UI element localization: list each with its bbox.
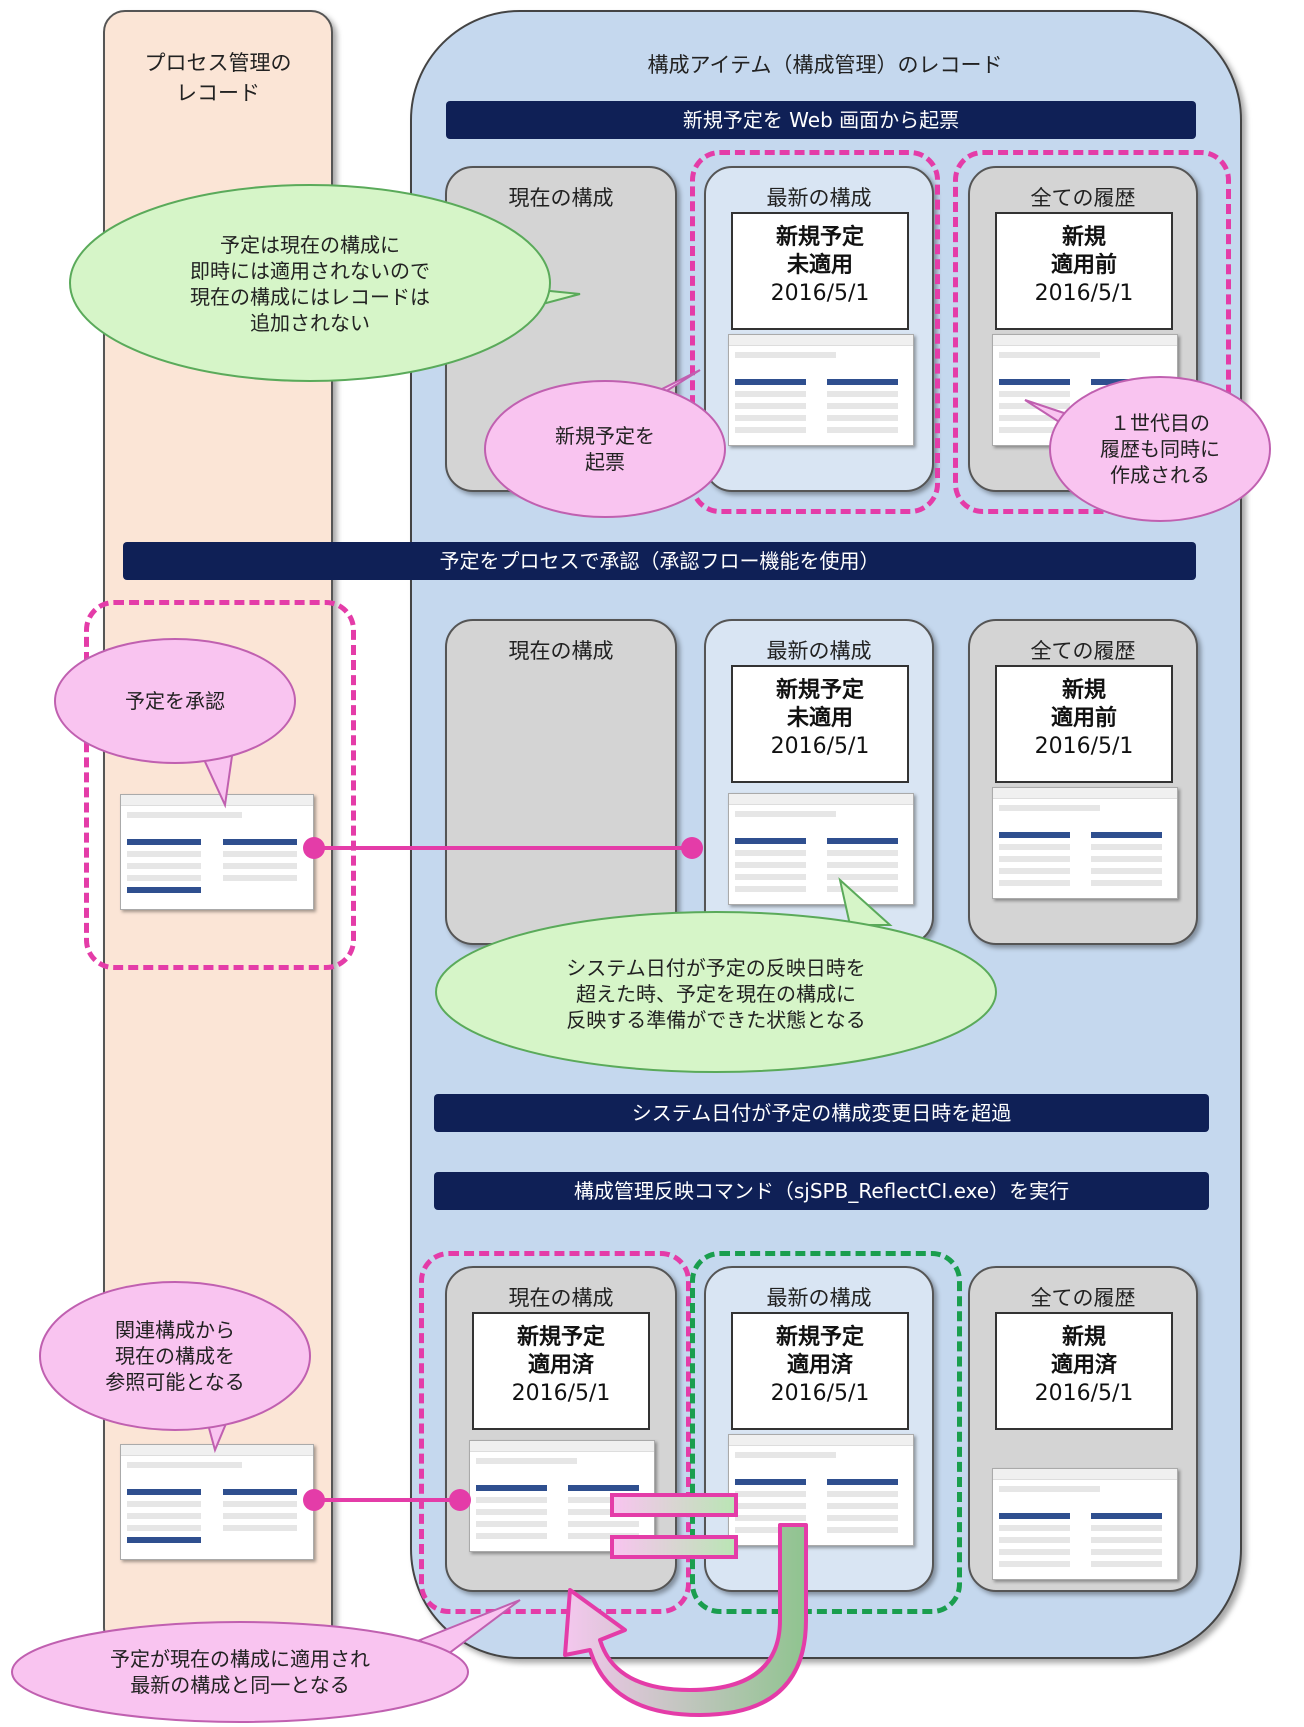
banner-reflect-command: 構成管理反映コマンド（sjSPB_ReflectCI.exe）を実行 [434, 1172, 1209, 1210]
apply-curved-arrow [563, 1523, 808, 1717]
equals-sign [610, 1493, 738, 1559]
panel-title: 現在の構成 [508, 1286, 614, 1310]
card-line-1: 新規予定 [775, 1325, 864, 1350]
stage3-history-screenshot [992, 1468, 1178, 1580]
process-approve-screenshot [120, 794, 314, 910]
bubble-pink-approve-text: 予定を承認 [125, 689, 225, 713]
ci-lane-title: 構成アイテム（構成管理）のレコード [647, 53, 1003, 77]
stage3-current-card: 新規予定 適用済 2016/5/1 [472, 1312, 650, 1430]
card-line-2: 適用済 [786, 1353, 853, 1378]
stage1-latest-highlight [690, 150, 940, 514]
ref-connector-start [303, 1489, 325, 1511]
stage1-history-card: 新規 適用前 2016/5/1 [995, 212, 1173, 330]
banner-date-passed: システム日付が予定の構成変更日時を超過 [434, 1094, 1209, 1132]
card-line-1: 新規 [1061, 225, 1106, 250]
card-date: 2016/5/1 [511, 1381, 611, 1406]
card-line-1: 新規 [1061, 1325, 1106, 1350]
stage1-latest-card: 新規予定 未適用 2016/5/1 [731, 212, 909, 330]
process-lane-title: プロセス管理の レコード [144, 51, 292, 105]
stage3-latest-screenshot [728, 1434, 914, 1546]
bubble-green-1-text: 予定は現在の構成に 即時には適用されないので 現在の構成にはレコードは 追加され… [190, 233, 430, 335]
panel-title: 全ての履歴 [1030, 186, 1136, 210]
panel-title: 全ての履歴 [1030, 1286, 1136, 1310]
stage3-current-highlight [419, 1251, 691, 1614]
ref-connector-end [449, 1489, 471, 1511]
card-line-1: 新規予定 [775, 678, 864, 703]
card-date: 2016/5/1 [770, 734, 870, 759]
card-date: 2016/5/1 [770, 281, 870, 306]
stage3-history-panel: 全ての履歴 新規 適用済 2016/5/1 [968, 1266, 1198, 1592]
card-line-1: 新規予定 [775, 225, 864, 250]
bubble-green-1 [69, 184, 581, 382]
stage1-history-highlight [953, 150, 1231, 514]
stage3-history-card: 新規 適用済 2016/5/1 [995, 1312, 1173, 1430]
bubble-pink-bottom-text: 予定が現在の構成に適用され 最新の構成と同一となる [110, 1647, 370, 1697]
process-approve-highlight [84, 600, 356, 970]
panel-title: 全ての履歴 [1030, 639, 1136, 663]
stage2-current-panel: 現在の構成 [445, 619, 677, 945]
stage1-latest-panel: 最新の構成 新規予定 未適用 2016/5/1 [704, 166, 934, 492]
panel-title: 現在の構成 [508, 186, 614, 210]
panel-title: 最新の構成 [766, 639, 872, 663]
bubble-pink-history [1024, 376, 1271, 522]
card-date: 2016/5/1 [1034, 1381, 1134, 1406]
stage2-latest-screenshot [728, 793, 914, 905]
stage2-history-panel: 全ての履歴 新規 適用前 2016/5/1 [968, 619, 1198, 945]
panel-title: 最新の構成 [766, 186, 872, 210]
stage2-latest-card: 新規予定 未適用 2016/5/1 [731, 665, 909, 783]
bubble-pink-ref [39, 1281, 311, 1454]
card-date: 2016/5/1 [1034, 281, 1134, 306]
bubble-pink-approve [54, 638, 296, 809]
card-line-2: 適用前 [1050, 253, 1117, 278]
bubble-green-2-text: システム日付が予定の反映日時を 超えた時、予定を現在の構成に 反映する準備ができ… [566, 956, 866, 1032]
card-line-2: 適用済 [527, 1353, 594, 1378]
stage2-latest-panel: 最新の構成 新規予定 未適用 2016/5/1 [704, 619, 934, 945]
process-ref-screenshot [120, 1444, 314, 1560]
bubble-pink-issue-text: 新規予定を 起票 [555, 424, 655, 474]
card-line-2: 適用済 [1050, 1353, 1117, 1378]
card-date: 2016/5/1 [1034, 734, 1134, 759]
stage3-latest-card: 新規予定 適用済 2016/5/1 [731, 1312, 909, 1430]
card-date: 2016/5/1 [770, 1381, 870, 1406]
card-line-1: 新規 [1061, 678, 1106, 703]
card-line-1: 新規予定 [516, 1325, 605, 1350]
approve-connector-start [303, 837, 325, 859]
stage3-current-panel: 現在の構成 新規予定 適用済 2016/5/1 [445, 1266, 677, 1592]
panel-title: 最新の構成 [766, 1286, 872, 1310]
bubble-green-2 [435, 877, 997, 1073]
panel-title: 現在の構成 [508, 639, 614, 663]
stage1-latest-screenshot [728, 334, 914, 446]
stage2-history-screenshot [992, 787, 1178, 899]
card-line-2: 未適用 [786, 253, 853, 278]
stage2-history-card: 新規 適用前 2016/5/1 [995, 665, 1173, 783]
stage3-latest-highlight [690, 1251, 962, 1614]
bubble-pink-issue [484, 369, 726, 518]
banner-issue: 新規予定を Web 画面から起票 [446, 101, 1196, 139]
bubble-pink-history-text: １世代目の 履歴も同時に 作成される [1100, 411, 1220, 487]
card-line-2: 適用前 [1050, 706, 1117, 731]
bubble-pink-ref-text: 関連構成から 現在の構成を 参照可能となる [105, 1318, 245, 1394]
card-line-2: 未適用 [786, 706, 853, 731]
bubble-pink-bottom [11, 1599, 521, 1723]
approve-connector-end [681, 837, 703, 859]
stage3-latest-panel: 最新の構成 新規予定 適用済 2016/5/1 [704, 1266, 934, 1592]
banner-approve: 予定をプロセスで承認（承認フロー機能を使用） [123, 542, 1196, 580]
